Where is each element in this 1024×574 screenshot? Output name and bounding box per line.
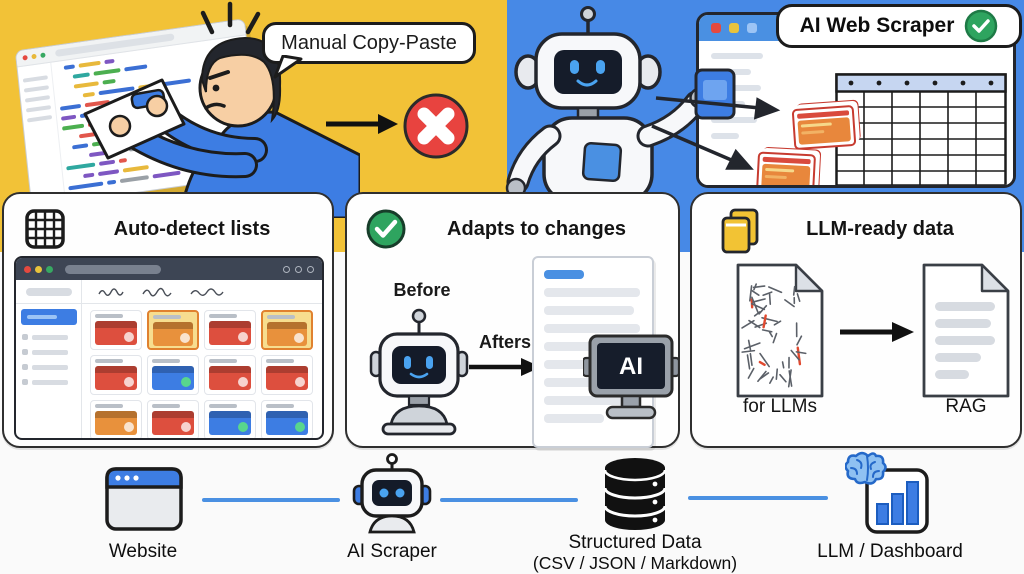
clean-document-icon — [922, 263, 1010, 398]
tab-scribble — [98, 287, 124, 296]
card-title: Auto-detect lists — [113, 218, 271, 240]
feature-card-auto-detect: Auto-detect lists — [2, 192, 334, 448]
badge-label: AI Web Scraper — [799, 14, 955, 37]
stress-marks-icon — [200, 1, 261, 35]
browser-icon — [105, 467, 183, 531]
mini-list-card — [147, 355, 199, 395]
bubble-tail — [273, 55, 303, 79]
mini-list-card — [90, 355, 142, 395]
flow-step-website-label: Website — [108, 541, 178, 562]
red-dot-icon — [22, 54, 28, 61]
robot-head-icon — [369, 308, 469, 436]
robot-icon — [352, 453, 432, 534]
monitor-ai-label: AI — [619, 353, 643, 380]
bubble-label: Manual Copy-Paste — [281, 31, 457, 54]
account-pill — [16, 280, 82, 303]
mini-card-grid — [82, 304, 322, 438]
ai-web-scraper-badge: AI Web Scraper — [776, 4, 1022, 48]
mini-sidebar — [16, 304, 82, 438]
mini-list-card — [204, 355, 256, 395]
transform-arrow — [840, 322, 914, 342]
mini-list-card — [90, 310, 142, 350]
clean-doc-label: RAG — [945, 396, 987, 417]
mini-browser — [14, 256, 324, 440]
manual-copy-paste-bubble: Manual Copy-Paste — [262, 22, 476, 79]
search-bar — [65, 264, 161, 274]
flow-connector — [688, 496, 828, 500]
mini-browser-toolbar — [16, 280, 322, 304]
blue-dot-icon — [747, 23, 757, 33]
scrape-arrows — [651, 96, 781, 170]
green-dot-icon — [46, 265, 53, 273]
card-title: Adapts to changes — [447, 218, 626, 240]
scraper-window-body — [699, 41, 1013, 185]
flow-connector — [440, 498, 578, 502]
messy-doc-label: for LLMs — [743, 396, 817, 417]
yellow-dot-icon — [31, 53, 37, 60]
robot-chest-panel — [581, 141, 623, 183]
ai-monitor-icon: AI — [583, 334, 679, 420]
after-label: Afters — [478, 332, 531, 352]
data-table-icon — [835, 73, 1007, 185]
titlebar-icons — [283, 265, 314, 273]
grid-icon — [25, 209, 65, 249]
circle-icon — [295, 265, 302, 273]
mini-list-card — [147, 400, 199, 438]
messy-document-icon — [736, 263, 824, 398]
card-title: LLM-ready data — [806, 218, 954, 240]
feature-card-llm-ready: LLM-ready data for LLMs RAG — [690, 192, 1022, 448]
messy-doc-scribbles — [741, 283, 807, 388]
flow-step-structured-label: Structured Data — [568, 532, 702, 553]
yellow-dot-icon — [35, 265, 42, 273]
database-icon — [603, 458, 667, 530]
mini-list-card — [204, 400, 256, 438]
robot-face — [554, 50, 622, 94]
mini-list-card — [261, 355, 313, 395]
tab-scribbles — [98, 287, 224, 297]
before-label: Before — [393, 280, 451, 300]
flow-connector — [202, 498, 340, 502]
circle-icon — [283, 265, 290, 273]
brain-chart-icon — [845, 451, 929, 534]
mini-list-card — [147, 310, 199, 350]
flow-step-structured-sublabel: (CSV / JSON / Markdown) — [532, 553, 738, 573]
user-icon — [307, 265, 314, 273]
scraped-record-card — [791, 104, 857, 151]
ai-robot-illustration — [505, 6, 736, 199]
mini-browser-main — [16, 304, 322, 438]
flow-step-scraper-label: AI Scraper — [347, 541, 437, 562]
red-dot-icon — [711, 23, 721, 33]
tab-scribble — [142, 287, 172, 296]
mini-browser-titlebar — [16, 258, 322, 280]
yellow-dot-icon — [729, 23, 739, 33]
check-circle-icon — [965, 9, 998, 43]
mini-list-card — [261, 400, 313, 438]
green-dot-icon — [40, 52, 46, 59]
after-arrow — [469, 358, 541, 376]
flow-step-llm-label: LLM / Dashboard — [817, 541, 963, 562]
copy-pages-icon — [721, 208, 759, 254]
feature-card-adapts: Adapts to changes Before Afters — [345, 192, 680, 448]
tab-scribble — [190, 287, 224, 296]
check-circle-icon — [366, 209, 406, 249]
sidebar-active-item — [20, 309, 77, 325]
mini-list-card — [261, 310, 313, 350]
mini-list-card — [204, 310, 256, 350]
arrow-to-x — [326, 93, 469, 159]
mini-list-card — [90, 400, 142, 438]
red-dot-icon — [24, 265, 31, 273]
frustrated-person-illustration — [83, 1, 360, 218]
